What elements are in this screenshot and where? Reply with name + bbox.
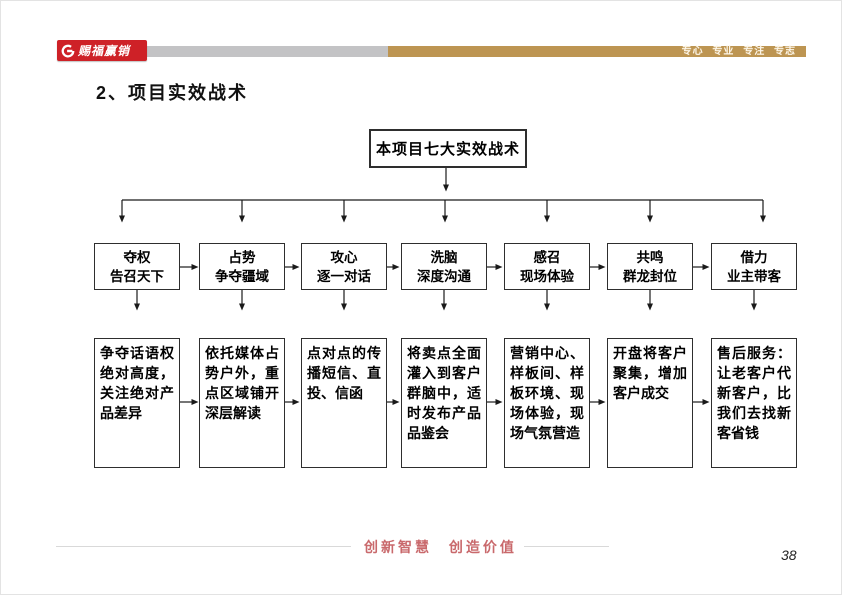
tactic-title: 感召	[533, 249, 561, 265]
tactic-subtitle: 业主带客	[727, 268, 781, 284]
tactic-box-6: 共鸣 群龙封位	[607, 243, 693, 290]
detail-box-6: 开盘将客户聚集，增加客户成交	[607, 338, 693, 468]
tactic-box-1: 夺权 告召天下	[94, 243, 180, 290]
header-slogan: 专心 专业 专注 专志	[681, 46, 796, 57]
tactic-subtitle: 逐一对话	[317, 268, 371, 284]
tactic-subtitle: 现场体验	[520, 268, 574, 284]
detail-box-4: 将卖点全面灌入到客户群脑中，适时发布产品品鉴会	[401, 338, 487, 468]
header-gold-bar: 专心 专业 专注 专志	[388, 46, 806, 57]
footer-slogan: 创新智慧 创造价值	[359, 537, 522, 557]
detail-box-5: 营销中心、样板间、样板环境、现场体验，现场气氛营造	[504, 338, 590, 468]
tactic-subtitle: 告召天下	[110, 268, 164, 284]
tactic-subtitle: 群龙封位	[623, 268, 677, 284]
tactic-title: 共鸣	[636, 249, 664, 265]
tactic-title: 夺权	[123, 249, 151, 265]
tactic-box-2: 占势 争夺疆域	[199, 243, 285, 290]
tactic-title: 借力	[740, 249, 768, 265]
detail-box-7: 售后服务：让老客户代新客户，比我们去找新客省钱	[711, 338, 797, 468]
tactic-title: 占势	[228, 249, 256, 265]
header-gray-bar	[101, 46, 388, 57]
tactic-box-7: 借力 业主带客	[711, 243, 797, 290]
page-number: 38	[781, 547, 797, 563]
tactic-title: 洗脑	[430, 249, 458, 265]
flowchart-root-label: 本项目七大实效战术	[375, 141, 520, 158]
tactic-subtitle: 深度沟通	[417, 268, 471, 284]
flowchart-root-box: 本项目七大实效战术	[369, 129, 527, 168]
tactic-box-5: 感召 现场体验	[504, 243, 590, 290]
logo-icon	[61, 44, 75, 58]
footer-divider-left	[56, 546, 351, 547]
tactic-title: 攻心	[330, 249, 358, 265]
tactic-subtitle: 争夺疆域	[215, 268, 269, 284]
brand-logo-text: 赐福赢销	[78, 44, 131, 58]
detail-box-3: 点对点的传播短信、直投、信函	[301, 338, 387, 468]
detail-box-2: 依托媒体占势户外，重点区域铺开深层解读	[199, 338, 285, 468]
page-title: 2、项目实效战术	[96, 83, 249, 103]
footer-divider-right	[524, 546, 609, 547]
tactic-box-3: 攻心 逐一对话	[301, 243, 387, 290]
detail-box-1: 争夺话语权绝对高度，关注绝对产品差异	[94, 338, 180, 468]
brand-logo: 赐福赢销	[57, 40, 147, 61]
tactic-box-4: 洗脑 深度沟通	[401, 243, 487, 290]
